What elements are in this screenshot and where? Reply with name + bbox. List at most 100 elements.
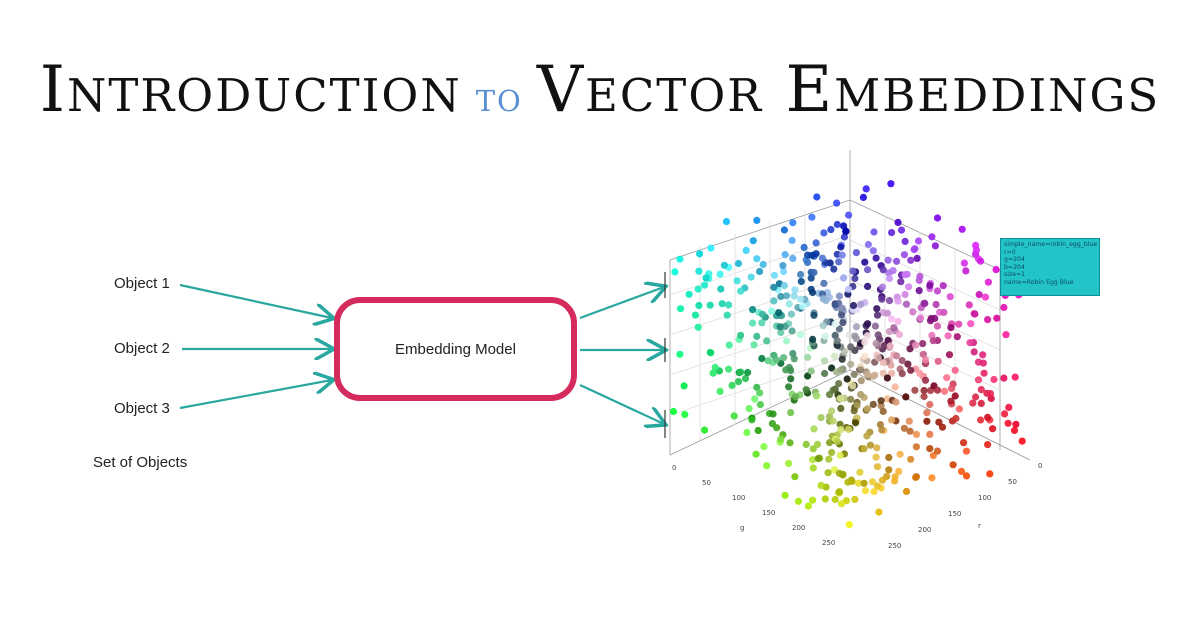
scatter-point [706, 348, 714, 357]
scatter-point [888, 416, 896, 424]
scatter-point [864, 405, 872, 413]
scatter-point [756, 401, 764, 409]
scatter-point [763, 462, 771, 470]
axis-letter-left: g [740, 524, 744, 532]
scatter-point [792, 393, 800, 401]
scatter-point [825, 439, 834, 447]
scatter-point [851, 274, 859, 282]
scatter-point [886, 342, 894, 350]
scatter-point [696, 250, 704, 258]
scatter-point [824, 469, 832, 477]
scatter-point [932, 300, 940, 309]
scatter-point [860, 479, 868, 487]
scatter-point [919, 350, 927, 358]
scatter-point [887, 180, 895, 188]
scatter-point [836, 420, 844, 428]
scatter-point [852, 419, 860, 427]
scatter-point [928, 233, 936, 241]
scatter-point [804, 353, 812, 361]
scatter-point [990, 375, 998, 384]
scatter-point [759, 260, 767, 269]
scatter-point [691, 311, 699, 319]
scatter-point [807, 367, 815, 375]
scatter-point [912, 473, 920, 481]
scatter-point [809, 445, 817, 453]
scatter-point [904, 360, 912, 368]
axis-tick-left: 250 [822, 539, 835, 547]
scatter-point [851, 495, 859, 503]
scatter-point [794, 497, 803, 505]
scatter-point [947, 397, 955, 405]
scatter-point [874, 331, 882, 339]
scatter-point [962, 267, 970, 275]
scatter-point [923, 417, 931, 425]
scatter-point [915, 276, 923, 285]
scatter-point [862, 185, 870, 193]
scatter-point [791, 286, 799, 294]
scatter-point [981, 293, 990, 301]
axis-tick-left: 0 [672, 464, 676, 472]
scatter-point [753, 216, 761, 224]
scatter-point [725, 301, 733, 309]
axis-tick-right: 150 [948, 510, 961, 518]
scatter-point [905, 417, 913, 425]
scatter-point [756, 267, 764, 276]
scatter-point [972, 393, 980, 401]
scatter-point [737, 331, 745, 339]
tooltip-line-4: b=204 [1004, 263, 1025, 271]
scatter-point [941, 387, 949, 395]
scatter-point [819, 322, 827, 330]
scatter-point [734, 378, 743, 386]
scatter-point [797, 270, 805, 279]
scatter-point [769, 410, 777, 418]
scatter-point [723, 311, 731, 319]
scatter-point [695, 301, 703, 310]
scatter-point [742, 246, 750, 254]
scatter-point [945, 351, 954, 359]
scatter-point [809, 456, 817, 464]
scatter-point [787, 310, 795, 318]
scatter-point [923, 409, 931, 417]
scatter-point [869, 247, 877, 255]
scatter-point [975, 291, 983, 299]
scatter-point [970, 310, 978, 318]
scatter-point [926, 445, 934, 453]
scatter-point [825, 455, 833, 463]
scatter-point [718, 300, 726, 308]
scatter-point [802, 440, 810, 448]
scatter-point [835, 325, 843, 333]
scatter-point [701, 426, 709, 434]
scatter-point [1000, 303, 1008, 312]
scatter-point [831, 301, 839, 309]
scatter-point [711, 363, 719, 371]
scatter-point [884, 336, 892, 344]
title-connector: to [475, 72, 523, 121]
scatter-point [852, 249, 860, 257]
scatter-point [1011, 373, 1019, 381]
scatter-point [835, 488, 843, 496]
scatter-point [852, 335, 860, 343]
scatter-point [977, 416, 985, 424]
scatter-point [1004, 419, 1012, 427]
scatter-point [870, 228, 878, 236]
scatter-point [781, 491, 789, 499]
scatter-point [883, 309, 891, 317]
scatter-point [810, 425, 818, 433]
scatter-point [780, 267, 788, 276]
scatter-point [817, 414, 825, 422]
scatter-point [905, 283, 913, 291]
scatter-point [960, 439, 968, 447]
scatter-point [701, 281, 709, 289]
scatter-point [1010, 426, 1019, 434]
axis-tick-right: 100 [978, 494, 991, 502]
scatter-point [810, 268, 818, 277]
scatter-point [751, 395, 759, 403]
scatter-point [871, 322, 879, 330]
scatter-point [702, 274, 710, 282]
scatter-point [953, 333, 961, 341]
scatter-point [777, 328, 785, 336]
scatter-point [847, 395, 855, 403]
scatter-point [669, 407, 678, 416]
scatter-point [820, 279, 828, 287]
